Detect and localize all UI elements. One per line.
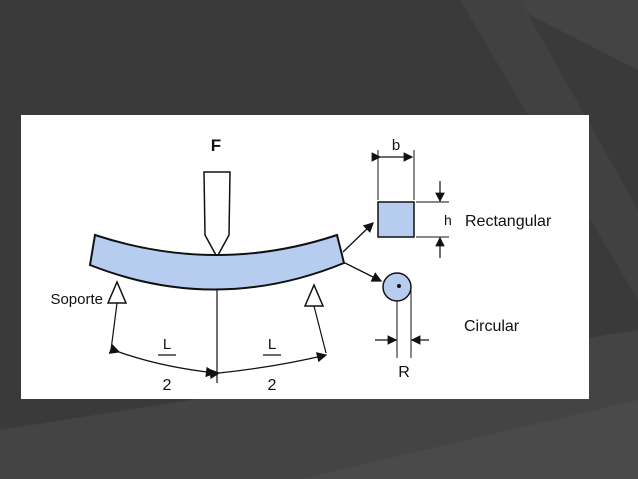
diagram-panel: F Soporte L 2 L 2 b h Rectangular R Circ…	[21, 115, 589, 399]
left-span-arrow	[108, 344, 217, 378]
support-label: Soporte	[50, 291, 103, 308]
right-support-line	[313, 305, 327, 354]
right-span-denominator: 2	[268, 377, 277, 394]
right-span-numerator: L	[268, 336, 276, 353]
left-support-icon	[106, 280, 128, 304]
right-support-icon	[303, 283, 325, 307]
circular-label: Circular	[464, 318, 520, 335]
radius-label: R	[398, 364, 410, 381]
rect-callout-arrow	[342, 222, 374, 253]
beam	[88, 233, 346, 291]
width-label: b	[392, 137, 400, 154]
circle-center-dot	[397, 284, 401, 288]
force-arrow	[203, 171, 231, 259]
rectangular-label: Rectangular	[465, 213, 552, 230]
right-span-arrow	[209, 352, 328, 380]
left-support-line	[110, 302, 118, 351]
circular-section	[382, 272, 412, 302]
force-label: F	[211, 136, 221, 155]
height-label: h	[444, 212, 452, 228]
rectangular-section	[377, 201, 415, 238]
beam-bending-diagram: F Soporte L 2 L 2 b h Rectangular R Circ…	[50, 136, 552, 394]
left-span-denominator: 2	[163, 377, 172, 394]
circle-callout-arrow	[344, 262, 383, 282]
left-span-numerator: L	[163, 336, 171, 353]
